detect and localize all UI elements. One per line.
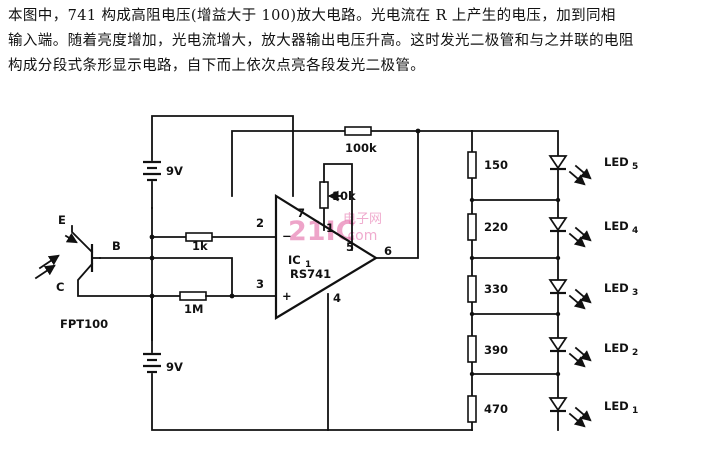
resistor-150-label: 150 bbox=[484, 158, 508, 172]
opamp-model: RS741 bbox=[290, 267, 331, 281]
pin-4: 4 bbox=[333, 291, 341, 305]
resistor-bias: 1M bbox=[149, 291, 277, 316]
resistor-470: 470 bbox=[467, 395, 508, 423]
opamp-ref: IC bbox=[288, 253, 301, 267]
resistor-330: 330 bbox=[467, 275, 508, 303]
resistor-bias-label: 1M bbox=[184, 302, 203, 316]
opamp-ref-sub: 1 bbox=[305, 260, 311, 270]
phototransistor: E B C FPT100 bbox=[34, 213, 153, 331]
battery-bottom-label: 9V bbox=[166, 360, 183, 374]
led-1-label: LED bbox=[604, 399, 629, 413]
led-4-label: LED bbox=[604, 219, 629, 233]
pin-2: 2 bbox=[256, 216, 264, 230]
battery-bottom: 9V bbox=[143, 295, 473, 431]
led-3-label: LED bbox=[604, 281, 629, 295]
led-5-sub: 5 bbox=[632, 162, 638, 172]
resistor-390: 390 bbox=[467, 335, 508, 363]
led-3-sub: 3 bbox=[632, 288, 638, 298]
potentiometer: 10k bbox=[319, 163, 356, 251]
top-rail bbox=[151, 115, 473, 197]
led-4: LED 4 bbox=[548, 217, 638, 248]
led-3: LED 3 bbox=[548, 279, 638, 310]
transistor-e-label: E bbox=[58, 213, 66, 227]
resistor-feedback-label: 100k bbox=[345, 141, 377, 155]
pin-7: 7 bbox=[297, 206, 305, 220]
resistor-input: 1k bbox=[185, 232, 213, 253]
watermark-brand: 21IC bbox=[288, 216, 355, 247]
resistor-220-label: 220 bbox=[484, 220, 508, 234]
led-1-sub: 1 bbox=[632, 406, 638, 416]
pin-1: 1 bbox=[326, 221, 334, 235]
description-line-2: 输入端。随着亮度增加，光电流增大，放大器输出电压升高。这时发光二极管和与之并联的… bbox=[8, 33, 634, 49]
led-2-label: LED bbox=[604, 341, 629, 355]
led-5: LED 5 bbox=[548, 155, 638, 186]
resistor-220: 220 bbox=[467, 213, 508, 241]
transistor-c-label: C bbox=[56, 280, 64, 294]
battery-top: 9V bbox=[143, 160, 183, 209]
resistor-390-label: 390 bbox=[484, 343, 508, 357]
base-wiring bbox=[99, 207, 277, 341]
opamp-plus: + bbox=[282, 289, 292, 303]
pot-label: 10k bbox=[332, 189, 356, 203]
opamp-minus: − bbox=[282, 229, 292, 243]
pin-6: 6 bbox=[384, 244, 392, 258]
led-1: LED 1 bbox=[548, 397, 638, 428]
pin-5: 5 bbox=[346, 240, 354, 254]
resistor-470-label: 470 bbox=[484, 402, 508, 416]
pin-3: 3 bbox=[256, 277, 264, 291]
opamp: − + IC 1 RS741 2 3 7 1 5 6 4 bbox=[256, 128, 421, 431]
led-5-label: LED bbox=[604, 155, 629, 169]
transistor-name-label: FPT100 bbox=[60, 317, 108, 331]
resistor-150: 150 bbox=[467, 151, 508, 179]
description-paragraph: 本图中，741 构成高阻电压(增益大于 100)放大电路。光电流在 R 上产生的… bbox=[8, 4, 708, 79]
resistor-330-label: 330 bbox=[484, 282, 508, 296]
led-2-sub: 2 bbox=[632, 348, 638, 358]
watermark-cn: 电子网 bbox=[343, 212, 382, 227]
description-line-3: 构成分段式条形显示电路，自下而上依次点亮各段发光二极管。 bbox=[8, 58, 426, 74]
led-2: LED 2 bbox=[548, 337, 638, 368]
led-4-sub: 4 bbox=[632, 226, 638, 236]
resistor-feedback: 100k bbox=[344, 126, 377, 155]
description-line-1: 本图中，741 构成高阻电压(增益大于 100)放大电路。光电流在 R 上产生的… bbox=[8, 8, 616, 24]
battery-top-label: 9V bbox=[166, 164, 183, 178]
resistor-input-label: 1k bbox=[192, 239, 208, 253]
led-ladder bbox=[469, 130, 561, 431]
transistor-b-label: B bbox=[112, 239, 121, 253]
